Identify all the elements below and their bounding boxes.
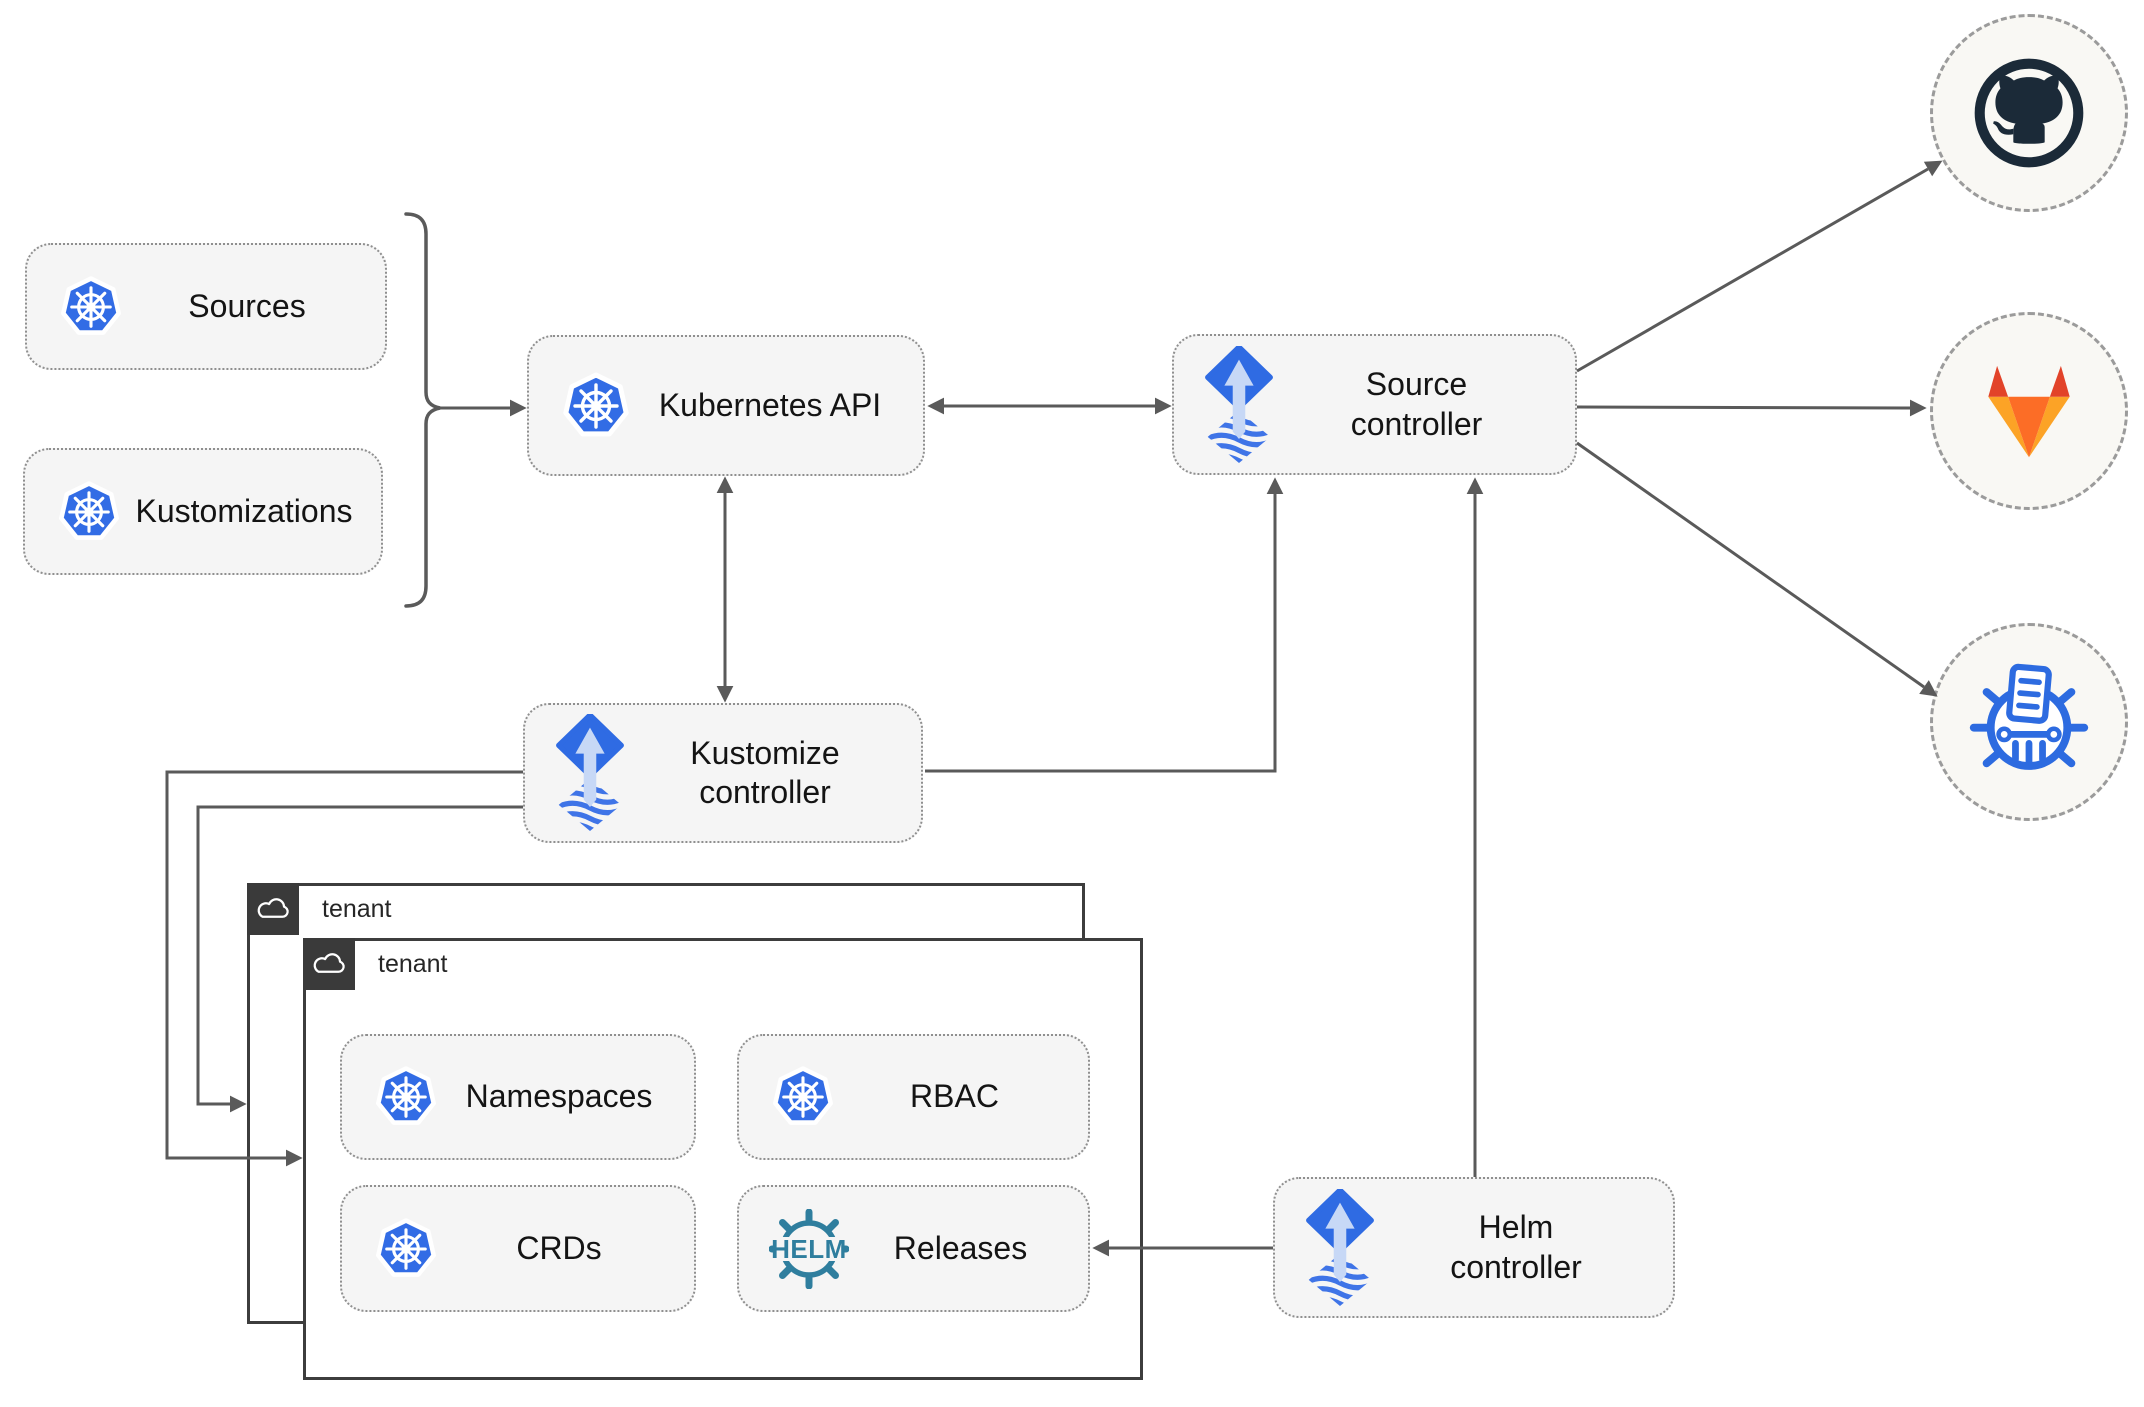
node-helm-controller: Helm controller (1273, 1177, 1675, 1318)
kubernetes-icon (372, 1216, 440, 1282)
github-target (1930, 14, 2128, 212)
node-label: Sources (188, 287, 306, 324)
node-label: Namespaces (465, 1078, 653, 1115)
node-label: Kustomizations (135, 492, 353, 529)
cloud-icon (257, 898, 289, 918)
tenant-corner-badge (303, 938, 355, 990)
node-label: Kustomize controller (690, 734, 840, 810)
kubernetes-icon (57, 274, 125, 340)
tenant-label: tenant (378, 949, 448, 978)
flux-icon (555, 714, 625, 832)
node-namespaces: Namespaces (340, 1034, 696, 1160)
cloud-icon (313, 953, 345, 973)
brace-sources-group (404, 212, 441, 608)
node-kustomizations: Kustomizations (23, 448, 383, 575)
tenant-label: tenant (322, 894, 392, 923)
registry-target (1930, 623, 2128, 821)
node-label: RBAC (910, 1078, 999, 1115)
node-rbac: RBAC (737, 1034, 1090, 1160)
edge-kustomize-controller-to-source-controller (925, 477, 1284, 773)
flux-icon (1204, 346, 1274, 464)
node-label: Helm controller (1450, 1209, 1582, 1285)
kubernetes-icon (559, 370, 633, 442)
edge-source-controller-to-gitlab (1576, 399, 1927, 417)
node-sources: Sources (25, 243, 387, 370)
gitlab-icon (1988, 365, 2070, 458)
gitlab-target (1930, 312, 2128, 510)
helm-wheel-text: HELM (771, 1234, 847, 1264)
node-label: Kubernetes API (658, 386, 882, 423)
registry-icon (1967, 660, 2091, 784)
node-label: CRDs (516, 1229, 602, 1266)
node-kustomize-controller: Kustomize controller (523, 703, 923, 843)
kubernetes-icon (55, 479, 123, 545)
kubernetes-icon (769, 1064, 837, 1130)
flux-icon (1305, 1189, 1375, 1307)
node-label: Releases (893, 1229, 1028, 1266)
edge-source-controller-to-registry (1576, 441, 1938, 697)
node-crds: CRDs (340, 1185, 696, 1312)
edge-source-controller-to-github (1576, 160, 1943, 373)
node-source-controller: Source controller (1172, 334, 1577, 475)
tenant-corner-badge (247, 883, 299, 935)
github-icon (1973, 57, 2085, 169)
kubernetes-icon (372, 1064, 440, 1130)
node-releases: HELM Releases (737, 1185, 1090, 1312)
node-kubernetes-api: Kubernetes API (527, 335, 925, 476)
helm-icon: HELM (769, 1208, 849, 1289)
node-label: Source controller (1350, 366, 1483, 442)
